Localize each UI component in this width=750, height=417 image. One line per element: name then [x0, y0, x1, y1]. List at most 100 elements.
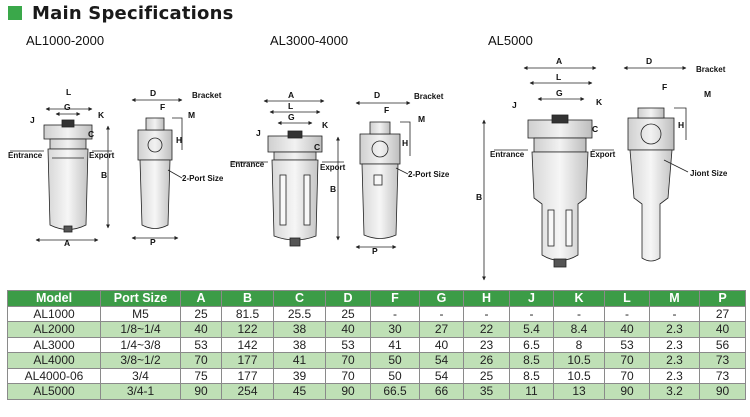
table-cell: 10.5	[553, 367, 605, 384]
section-header: Main Specifications	[8, 2, 234, 24]
callout-export: Export	[320, 163, 346, 172]
dim-label-j: J	[256, 128, 261, 138]
callout-entrance: Entrance	[8, 151, 43, 160]
column-header: Port Size	[100, 290, 181, 307]
model-cell: AL4000	[7, 352, 101, 369]
table-cell: 2.3	[649, 367, 700, 384]
dim-label-f: F	[160, 102, 165, 112]
table-cell: 8	[553, 336, 605, 353]
dim-label-g: G	[288, 112, 295, 122]
table-cell: 11	[509, 383, 554, 400]
table-cell: 26	[463, 352, 510, 369]
model-cell: AL1000	[7, 305, 101, 322]
table-cell: -	[509, 305, 554, 322]
table-cell: 53	[604, 336, 650, 353]
dim-label-d: D	[646, 56, 652, 66]
dim-label-p: P	[372, 246, 378, 256]
table-cell: 8.4	[553, 321, 605, 338]
dim-label-a: A	[556, 56, 562, 66]
table-cell: 54	[419, 367, 464, 384]
table-cell: -	[419, 305, 464, 322]
table-cell: 3.2	[649, 383, 700, 400]
dim-label-k: K	[596, 97, 603, 107]
dim-label-d: D	[150, 88, 156, 98]
dim-label-c: C	[88, 129, 94, 139]
column-header: F	[370, 290, 420, 307]
column-header: Model	[7, 290, 101, 307]
column-header: M	[649, 290, 700, 307]
table-cell: 54	[419, 352, 464, 369]
dim-label-d: D	[374, 90, 380, 100]
column-header: B	[221, 290, 274, 307]
table-cell: -	[370, 305, 420, 322]
drawing-label-al5000: AL5000	[488, 33, 533, 48]
table-cell: 3/4	[100, 367, 181, 384]
table-cell: 22	[463, 321, 510, 338]
table-cell: 25	[180, 305, 222, 322]
dim-label-g: G	[64, 102, 71, 112]
table-cell: 66	[419, 383, 464, 400]
table-cell: 53	[325, 336, 371, 353]
column-header: D	[325, 290, 371, 307]
callout-port-size: 2-Port Size	[408, 170, 450, 179]
table-cell: 27	[699, 305, 746, 322]
table-cell: 90	[604, 383, 650, 400]
table-cell: 8.5	[509, 352, 554, 369]
dim-label-b: B	[476, 192, 482, 202]
table-cell: 40	[419, 336, 464, 353]
dim-label-c: C	[592, 124, 598, 134]
dim-label-h: H	[176, 135, 182, 145]
table-cell: M5	[100, 305, 181, 322]
dim-label-f: F	[384, 105, 389, 115]
callout-bracket: Bracket	[192, 91, 222, 100]
dim-label-j: J	[30, 115, 35, 125]
table-cell: 1/4~3/8	[100, 336, 181, 353]
table-cell: 70	[325, 367, 371, 384]
table-cell: 27	[419, 321, 464, 338]
table-cell: 6.5	[509, 336, 554, 353]
table-cell: 5.4	[509, 321, 554, 338]
drawing-al1000-2000-front: L G K J C B A Entrance Export	[8, 87, 115, 248]
dim-label-l: L	[66, 87, 71, 97]
dim-label-b: B	[330, 184, 336, 194]
specifications-table: Model Port Size A B C D F G H J K L M P …	[7, 290, 746, 400]
table-cell: 2.3	[649, 321, 700, 338]
dim-label-j: J	[512, 100, 517, 110]
callout-entrance: Entrance	[490, 150, 525, 159]
callout-bracket: Bracket	[696, 65, 726, 74]
table-header-row: Model Port Size A B C D F G H J K L M P	[7, 290, 746, 307]
model-cell: AL3000	[7, 336, 101, 353]
table-cell: 81.5	[221, 305, 274, 322]
table-cell: -	[463, 305, 510, 322]
drawing-al5000-front: A L G K J C B Entrance Export	[476, 56, 616, 281]
column-header: C	[273, 290, 326, 307]
table-cell: 56	[699, 336, 746, 353]
callout-entrance: Entrance	[230, 160, 265, 169]
table-cell: 8.5	[509, 367, 554, 384]
table-cell: 90	[325, 383, 371, 400]
callout-export: Export	[89, 151, 115, 160]
column-header: A	[180, 290, 222, 307]
table-cell: 25	[463, 367, 510, 384]
table-cell: 254	[221, 383, 274, 400]
dim-label-a: A	[288, 90, 294, 100]
column-header: K	[553, 290, 605, 307]
technical-drawings: L G K J C B A Entrance Export D F M H P …	[8, 56, 728, 281]
table-cell: 38	[273, 336, 326, 353]
table-cell: 13	[553, 383, 605, 400]
dim-label-m: M	[418, 114, 425, 124]
dim-label-k: K	[98, 110, 105, 120]
table-cell: 122	[221, 321, 274, 338]
dim-label-h: H	[402, 138, 408, 148]
table-cell: 90	[699, 383, 746, 400]
column-header: G	[419, 290, 464, 307]
callout-export: Export	[590, 150, 616, 159]
table-cell: 40	[325, 321, 371, 338]
green-square-icon	[8, 6, 22, 20]
dim-label-m: M	[704, 89, 711, 99]
table-cell: -	[553, 305, 605, 322]
